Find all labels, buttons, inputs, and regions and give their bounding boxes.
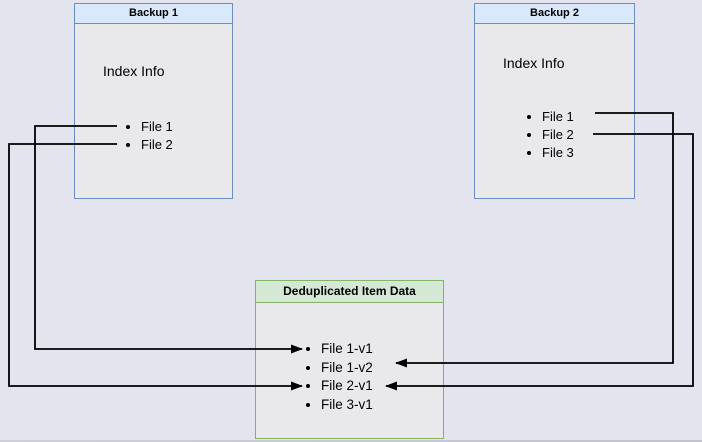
backup2-box: Backup 2 Index Info File 1 File 2 File 3: [474, 3, 635, 199]
list-item-file2: File 2: [542, 126, 574, 144]
backup1-box: Backup 1 Index Info File 1 File 2: [74, 3, 233, 199]
dedup-title: Deduplicated Item Data: [256, 281, 443, 303]
list-item-file3: File 3: [542, 144, 574, 162]
backup2-title: Backup 2: [475, 4, 634, 24]
list-item-file2: File 2: [141, 136, 173, 154]
backup1-title: Backup 1: [75, 4, 232, 24]
list-item-file1: File 1: [542, 108, 574, 126]
list-item-file1-v2: File 1-v2: [321, 359, 373, 378]
list-item-file1: File 1: [141, 118, 173, 136]
list-item-file1-v1: File 1-v1: [321, 340, 373, 359]
window-bottom-edge: [0, 440, 702, 442]
backup1-subtitle: Index Info: [103, 63, 165, 79]
backup2-subtitle: Index Info: [503, 55, 565, 71]
backup1-file-list: File 1 File 2: [117, 118, 173, 154]
backup2-file-list: File 1 File 2 File 3: [518, 108, 574, 162]
dedup-box: Deduplicated Item Data File 1-v1 File 1-…: [255, 280, 444, 439]
list-item-file3-v1: File 3-v1: [321, 396, 373, 415]
dedup-file-list: File 1-v1 File 1-v2 File 2-v1 File 3-v1: [297, 340, 373, 414]
list-item-file2-v1: File 2-v1: [321, 377, 373, 396]
